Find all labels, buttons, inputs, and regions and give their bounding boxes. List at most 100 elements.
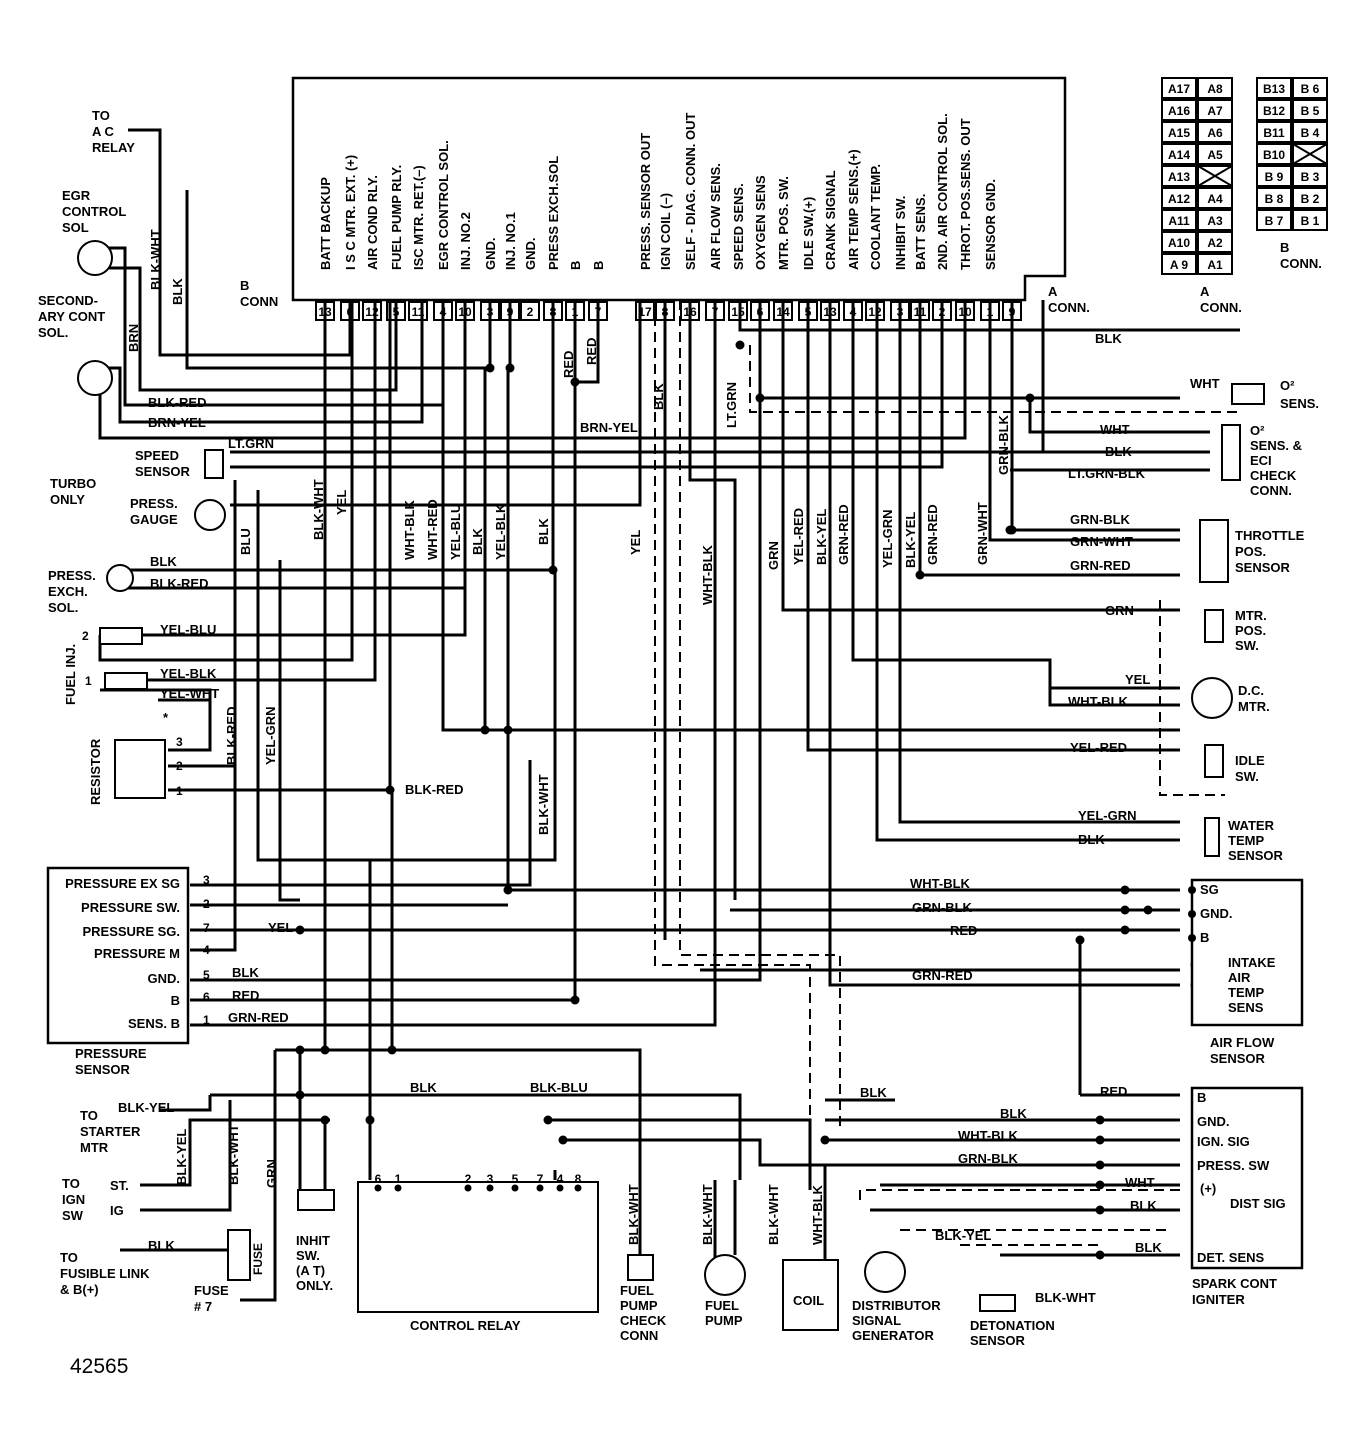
b-grid-cell-6-0 — [1256, 209, 1292, 231]
junction-dot-26 — [295, 1045, 305, 1055]
air-flow-pin-1: GND. — [1200, 906, 1233, 921]
b-grid-cell-text-0-1: B 6 — [1301, 82, 1320, 96]
relay-pin-1: 1 — [395, 1172, 402, 1186]
pressure-sensor-pin-4: 5 — [203, 968, 210, 982]
b-grid-cell-text-2-1: B 4 — [1301, 126, 1320, 140]
pressure-sensor-row-3: PRESSURE M — [94, 946, 180, 961]
relay-pin-0: 6 — [375, 1172, 382, 1186]
a-grid-cell-text-5-1: A4 — [1207, 192, 1223, 206]
junction-dot-18 — [1143, 905, 1153, 915]
junction-dot-25 — [365, 1115, 375, 1125]
junction-dot-23 — [295, 1090, 305, 1100]
wire-label-grn-red-37: GRN-RED — [925, 504, 940, 565]
wire-label-blk-red-3: BLK-RED — [148, 395, 207, 410]
wire-label-blk-yel-81: BLK-YEL — [935, 1228, 991, 1243]
spark-pin-5: DIST SIG — [1230, 1196, 1286, 1211]
pressure-sensor-pin-5: 6 — [203, 990, 210, 1004]
o2-sens-body — [1231, 383, 1265, 405]
wire-label-blk-wht-82: BLK-WHT — [1035, 1290, 1096, 1305]
wire-label-red-74: RED — [1100, 1084, 1127, 1099]
a-grid-cell-4-0 — [1161, 165, 1197, 187]
wire-label-lt-grn-27: LT.GRN — [724, 382, 739, 428]
relay-pin-dot-2 — [464, 1184, 472, 1192]
relay-pin-dot-1 — [394, 1184, 402, 1192]
junction-dot-17 — [1120, 925, 1130, 935]
ecu-pin-label-11: B — [568, 261, 583, 270]
press-exch-sol-body — [106, 564, 134, 592]
wire-label-yel-wht-12: YEL-WHT — [160, 686, 219, 701]
junction-dot-28 — [558, 1135, 568, 1145]
ecu-pin-num-9: 2 — [527, 305, 534, 319]
wire-label-blk-23: BLK — [536, 518, 551, 545]
o2-eci-body — [1221, 424, 1241, 481]
junction-dot-6 — [385, 785, 395, 795]
a-grid-cell-2-0 — [1161, 121, 1197, 143]
junction-dot-34 — [1095, 1250, 1105, 1260]
a-grid-cell-8-0 — [1161, 253, 1197, 275]
relay-pin-dot-5 — [536, 1184, 544, 1192]
wire-label-blk-75: BLK — [1000, 1106, 1027, 1121]
relay-pin-dot-6 — [556, 1184, 564, 1192]
ecu-pin-label-12: B — [591, 261, 606, 270]
b-grid-cell-text-5-1: B 2 — [1301, 192, 1320, 206]
wire-label-grn-red-57: GRN-RED — [912, 968, 973, 983]
wire-label-grn-wht-38: GRN-WHT — [975, 502, 990, 565]
wire-label-yel-49: YEL — [1125, 672, 1150, 687]
detonation-body — [979, 1294, 1016, 1312]
ecu-pin-label-25: BATT SENS. — [913, 194, 928, 270]
pressure-sensor-pin-3: 4 — [203, 943, 210, 957]
wire-label-blk-26: BLK — [651, 383, 666, 410]
ig-label: IG — [110, 1203, 124, 1218]
junction-dot-32 — [1095, 1180, 1105, 1190]
wire-label-blk-red-15: BLK-RED — [405, 782, 464, 797]
wire-label-yel-blu-20: YEL-BLU — [448, 504, 463, 560]
ecu-pin-label-19: MTR. POS. SW. — [776, 176, 791, 270]
relay-pin-7: 8 — [575, 1172, 582, 1186]
b-grid-cell-text-4-1: B 3 — [1301, 170, 1320, 184]
wire-label-red-25: RED — [584, 338, 599, 365]
st-label: ST. — [110, 1178, 129, 1193]
air-flow-pin-dot-0 — [1188, 886, 1196, 894]
a-grid-cell-0-1 — [1197, 77, 1233, 99]
wire-label-grn-blk-45: GRN-BLK — [1070, 512, 1131, 527]
control-relay-label: CONTROL RELAY — [410, 1318, 521, 1333]
a-grid-cell-text-1-1: A7 — [1207, 104, 1223, 118]
wire-label-red-56: RED — [950, 923, 977, 938]
ecu-pin-label-8: INJ. NO.1 — [503, 212, 518, 270]
wire-label-blk-wht-69: BLK-WHT — [626, 1184, 641, 1245]
ecu-pin-9 — [520, 301, 540, 321]
pressure-sensor-row-5: B — [171, 993, 180, 1008]
a-grid-cell-text-8-1: A1 — [1207, 258, 1223, 272]
wire-label-blk-red-9: BLK-RED — [150, 576, 209, 591]
wire-label-grn-67: GRN — [264, 1159, 279, 1188]
fuse-label: FUSE — [251, 1243, 265, 1275]
air-flow-pin-2: B — [1200, 930, 1209, 945]
b-grid-cell-6-1 — [1292, 209, 1328, 231]
ecu-pin-num-17: 15 — [731, 305, 745, 319]
ecu-pin-label-20: IDLE SW.(+) — [801, 197, 816, 270]
b-grid-cell-5-1 — [1292, 187, 1328, 209]
wire-label-grn-48: GRN — [1105, 603, 1134, 618]
control-relay-body — [357, 1181, 599, 1313]
b-grid-cell-1-1 — [1292, 99, 1328, 121]
ecu-pin-label-17: SPEED SENS. — [731, 183, 746, 270]
a-grid-cell-8-1 — [1197, 253, 1233, 275]
pressure-sensor-pin-1: 2 — [203, 897, 210, 911]
ecu-pin-label-18: OXYGEN SENS — [753, 175, 768, 270]
wire-label-yel-blk-22: YEL-BLK — [493, 503, 508, 560]
a-grid-cell-x-4-1 — [1197, 165, 1233, 187]
a-grid-cell-text-8-0: A 9 — [1170, 258, 1189, 272]
wire-label-wht-blk-29: WHT-BLK — [700, 544, 715, 605]
junction-dot-1 — [505, 363, 515, 373]
spark-cont-body — [1190, 1086, 1304, 1270]
a-grid-cell-3-0 — [1161, 143, 1197, 165]
b-grid-cell-4-0 — [1256, 165, 1292, 187]
